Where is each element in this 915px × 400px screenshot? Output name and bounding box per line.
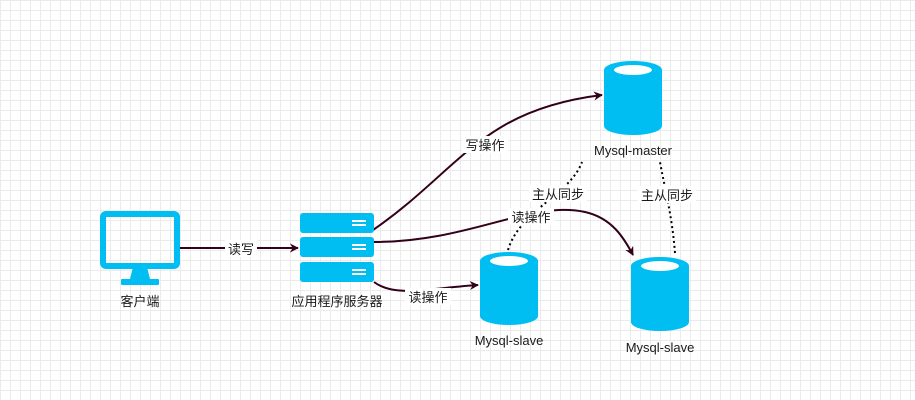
database-icon [604, 61, 662, 135]
edge-sync-slave1 [507, 161, 583, 251]
slave2-node: Mysql-slave [626, 257, 695, 355]
svg-text:写操作: 写操作 [465, 138, 504, 153]
slave1-label: Mysql-slave [475, 333, 544, 348]
label-client-to-server: 读写 [225, 240, 257, 257]
client-label: 客户端 [120, 294, 159, 309]
label-sync-slave1: 主从同步 [529, 185, 587, 202]
svg-text:读写: 读写 [228, 242, 254, 257]
label-server-to-slave1: 读操作 [405, 288, 451, 305]
slave2-label: Mysql-slave [626, 340, 695, 355]
svg-text:主从同步: 主从同步 [532, 187, 584, 202]
app-server-node: 应用程序服务器 [291, 213, 383, 309]
svg-text:读操作: 读操作 [511, 210, 550, 225]
slave1-node: Mysql-slave [475, 252, 544, 348]
svg-text:主从同步: 主从同步 [641, 188, 693, 203]
label-server-to-master: 写操作 [462, 136, 508, 153]
server-icon [300, 213, 374, 282]
database-icon [631, 257, 689, 331]
app-server-label: 应用程序服务器 [291, 294, 382, 309]
master-node: Mysql-master [594, 61, 673, 158]
edge-server-to-slave2 [373, 208, 634, 256]
database-icon [480, 252, 538, 325]
label-server-to-slave2: 读操作 [508, 208, 554, 225]
edge-sync-slave2 [659, 161, 676, 254]
monitor-icon [100, 211, 180, 285]
client-node: 客户端 [100, 211, 180, 309]
label-sync-slave2: 主从同步 [638, 186, 696, 203]
svg-text:读操作: 读操作 [408, 290, 447, 305]
master-label: Mysql-master [594, 143, 673, 158]
